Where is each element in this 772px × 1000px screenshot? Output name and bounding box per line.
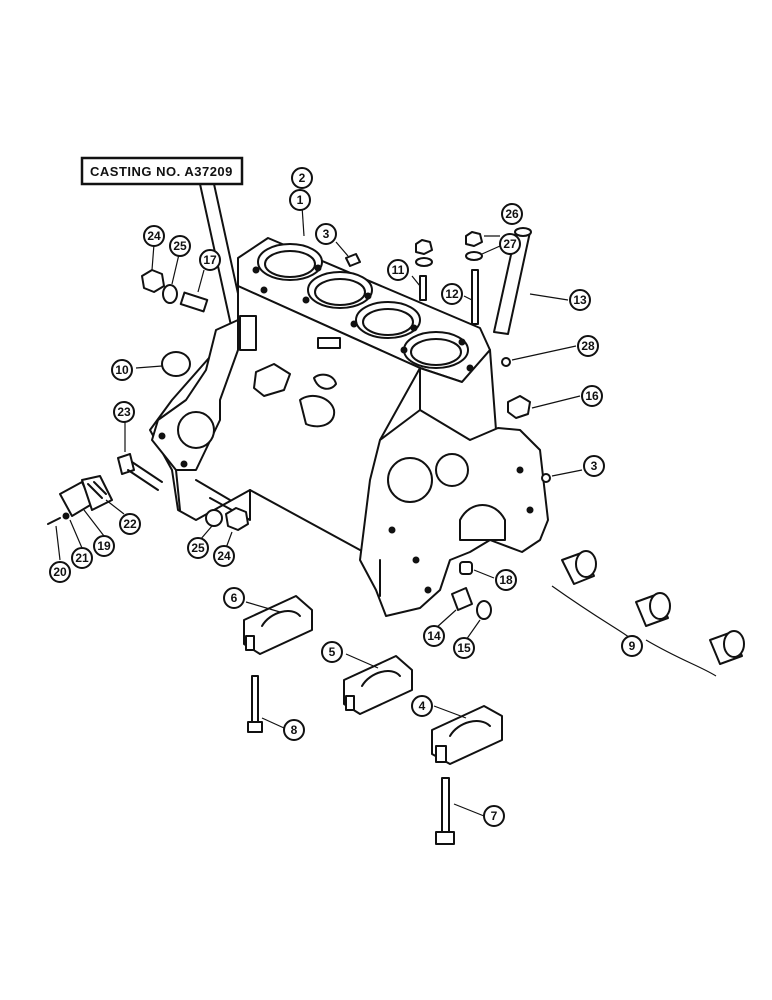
- callout-18: 18: [495, 569, 517, 591]
- svg-text:1: 1: [297, 193, 304, 207]
- callout-8: 8: [283, 719, 305, 741]
- bolt-8: [247, 675, 285, 733]
- svg-text:15: 15: [457, 641, 471, 655]
- callout-1: 1: [289, 189, 311, 211]
- tube-13: [493, 227, 569, 335]
- bearing-inserts-9: [551, 550, 745, 677]
- bearing-cap-6: [243, 595, 313, 655]
- svg-text:14: 14: [427, 629, 441, 643]
- callout-27: 27: [499, 233, 521, 255]
- callout-17: 17: [199, 249, 221, 271]
- callout-16: 16: [581, 385, 603, 407]
- callout-3-right: 3: [583, 455, 605, 477]
- nut-24-bottom: [225, 507, 249, 531]
- side-cover-assembly: [47, 475, 125, 561]
- callout-7: 7: [483, 805, 505, 827]
- callout-22: 22: [119, 513, 141, 535]
- bearing-cap-4: [431, 705, 503, 765]
- washer-25-bottom: [205, 509, 223, 527]
- dowel-18: [459, 561, 495, 579]
- svg-text:16: 16: [585, 389, 599, 403]
- callout-25-top: 25: [169, 235, 191, 257]
- svg-text:19: 19: [97, 539, 111, 553]
- callout-3-top: 3: [315, 223, 337, 245]
- callout-26: 26: [501, 203, 523, 225]
- stud-11: [411, 239, 433, 301]
- svg-text:20: 20: [53, 565, 67, 579]
- svg-text:9: 9: [629, 639, 636, 653]
- svg-text:24: 24: [217, 549, 231, 563]
- svg-text:27: 27: [503, 237, 517, 251]
- callout-6: 6: [223, 587, 245, 609]
- plug-28: [501, 357, 511, 367]
- svg-text:3: 3: [591, 459, 598, 473]
- svg-text:3: 3: [323, 227, 330, 241]
- svg-text:7: 7: [491, 809, 498, 823]
- svg-text:12: 12: [445, 287, 459, 301]
- callout-5: 5: [321, 641, 343, 663]
- engine-block: [149, 237, 549, 617]
- svg-text:2: 2: [299, 171, 306, 185]
- stud-12: [463, 231, 501, 325]
- svg-text:23: 23: [117, 405, 131, 419]
- bearing-cap-5: [343, 653, 413, 715]
- svg-text:6: 6: [231, 591, 238, 605]
- callout-14: 14: [423, 625, 445, 647]
- svg-text:8: 8: [291, 723, 298, 737]
- svg-text:25: 25: [173, 239, 187, 253]
- callout-12: 12: [441, 283, 463, 305]
- svg-text:13: 13: [573, 293, 587, 307]
- callout-10: 10: [111, 359, 133, 381]
- washer-25-top: [162, 284, 178, 304]
- bolt-23: [117, 420, 163, 491]
- svg-text:10: 10: [115, 363, 129, 377]
- fitting-16: [507, 395, 581, 419]
- callout-15: 15: [453, 637, 475, 659]
- callout-20: 20: [49, 561, 71, 583]
- svg-text:25: 25: [191, 541, 205, 555]
- nut-24-top: [141, 269, 165, 293]
- callout-24-top: 24: [143, 225, 165, 247]
- svg-text:24: 24: [147, 229, 161, 243]
- svg-text:21: 21: [75, 551, 89, 565]
- callout-28: 28: [577, 335, 599, 357]
- callout-13: 13: [569, 289, 591, 311]
- svg-text:17: 17: [203, 253, 217, 267]
- callout-4: 4: [411, 695, 433, 717]
- svg-text:11: 11: [392, 263, 405, 277]
- callout-19: 19: [93, 535, 115, 557]
- washer-15: [465, 600, 492, 641]
- callout-2: 2: [291, 167, 313, 189]
- callout-25-bottom: 25: [187, 537, 209, 559]
- plug-3-right: [541, 473, 551, 483]
- callout-21: 21: [71, 547, 93, 569]
- casting-number-text: CASTING NO. A37209: [90, 164, 233, 179]
- callout-24-bottom: 24: [213, 545, 235, 567]
- plug-3-top: [345, 253, 361, 267]
- callout-11: 11: [387, 259, 409, 281]
- svg-text:5: 5: [329, 645, 336, 659]
- callout-23: 23: [113, 401, 135, 423]
- expansion-plug: [161, 351, 191, 377]
- svg-text:22: 22: [123, 517, 137, 531]
- svg-text:4: 4: [419, 699, 426, 713]
- bolt-7: [435, 777, 485, 845]
- svg-text:18: 18: [499, 573, 513, 587]
- plug-14: [435, 587, 473, 629]
- stud-17: [179, 269, 209, 313]
- casting-number-label: CASTING NO. A37209: [80, 156, 247, 331]
- svg-text:28: 28: [581, 339, 595, 353]
- callout-9: 9: [621, 635, 643, 657]
- svg-text:26: 26: [505, 207, 519, 221]
